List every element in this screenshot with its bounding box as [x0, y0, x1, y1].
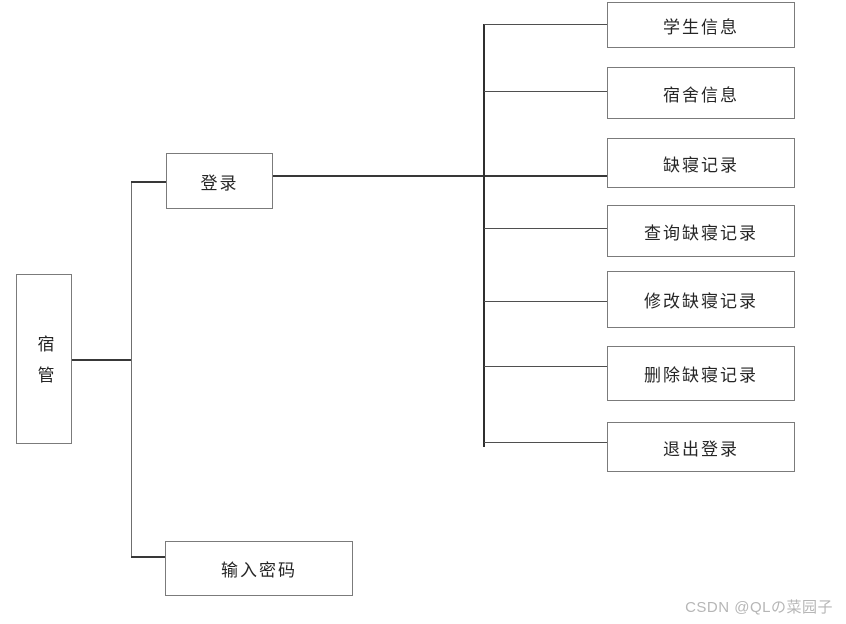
connector-root-to-junction	[72, 359, 131, 361]
node-absence-record-label: 缺寝记录	[663, 155, 739, 175]
node-delete-absence-record-label: 删除缺寝记录	[644, 366, 758, 385]
csdn-watermark: CSDN @QLの菜园子	[685, 599, 833, 616]
node-modify-absence-record: 修改缺寝记录	[607, 271, 795, 328]
connector-left-vertical-trunk	[131, 182, 132, 557]
connector-branch-delete-absence	[484, 366, 607, 367]
node-dorm-info: 宿舍信息	[607, 67, 795, 119]
node-enter-password-label: 输入密码	[221, 561, 297, 580]
node-logout: 退出登录	[607, 422, 795, 472]
node-delete-absence-record: 删除缺寝记录	[607, 346, 795, 401]
connector-login-to-right-trunk	[273, 175, 607, 177]
node-dorm-manager: 宿管	[16, 274, 72, 444]
connector-branch-modify-absence	[484, 301, 607, 302]
node-dorm-manager-label: 宿管	[34, 335, 54, 397]
node-student-info: 学生信息	[607, 2, 795, 48]
connector-junction-to-password	[131, 556, 166, 558]
node-dorm-info-label: 宿舍信息	[663, 85, 739, 105]
node-query-absence-record-label: 查询缺寝记录	[644, 223, 758, 243]
node-query-absence-record: 查询缺寝记录	[607, 205, 795, 257]
connector-right-vertical-trunk	[483, 24, 485, 447]
node-modify-absence-record-label: 修改缺寝记录	[644, 292, 758, 311]
node-login: 登录	[166, 153, 273, 209]
node-logout-label: 退出登录	[663, 439, 739, 459]
connector-branch-dorm-info	[484, 91, 607, 92]
node-student-info-label: 学生信息	[663, 17, 739, 37]
node-enter-password: 输入密码	[165, 541, 353, 596]
node-absence-record: 缺寝记录	[607, 138, 795, 188]
connector-branch-student-info	[484, 24, 607, 25]
node-login-label: 登录	[200, 173, 239, 193]
connector-junction-to-login	[131, 181, 166, 183]
connector-branch-logout	[484, 442, 607, 443]
connector-branch-query-absence	[484, 228, 607, 229]
